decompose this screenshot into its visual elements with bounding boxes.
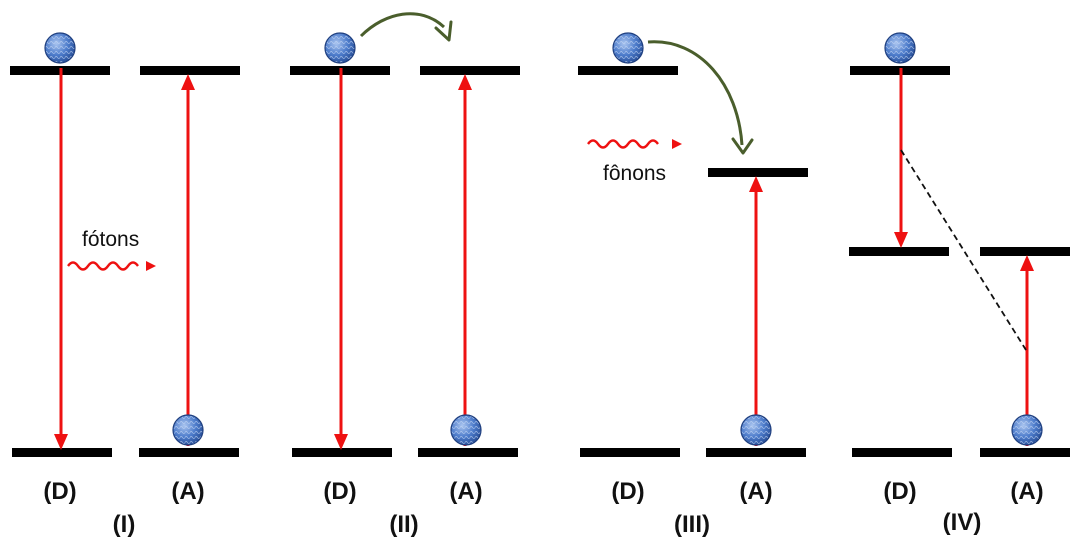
- phonons-label: fônons: [603, 162, 667, 185]
- panel-number-label: (III): [674, 511, 710, 538]
- acceptor-lower-level: [980, 448, 1070, 457]
- transfer-arrowhead: [434, 20, 453, 42]
- donor-electron-sphere-icon: [612, 32, 644, 64]
- wavy-arrowhead: [672, 139, 682, 149]
- acceptor-absorption-arrowhead: [181, 74, 195, 90]
- transfer-arrow: [359, 12, 446, 38]
- donor-emission-arrowhead: [334, 434, 348, 450]
- transfer-arrowhead: [731, 137, 754, 155]
- donor-lower-level: [580, 448, 680, 457]
- acceptor-absorption-arrowhead: [458, 74, 472, 90]
- panel-number-label: (I): [112, 511, 136, 538]
- acceptor-lower-level: [706, 448, 806, 457]
- panel-4: [849, 32, 1070, 457]
- donor-lower-level: [12, 448, 112, 457]
- donor-lower-level: [292, 448, 392, 457]
- acceptor-electron-sphere-icon: [450, 414, 482, 446]
- acceptor-electron-sphere-icon: [172, 414, 204, 446]
- acceptor-label: (A): [171, 478, 205, 505]
- wavy-arrow-icon: [67, 261, 139, 271]
- acceptor-label: (A): [739, 478, 773, 505]
- donor-label: (D): [611, 478, 645, 505]
- acceptor-absorption-arrowhead: [1020, 255, 1034, 271]
- panel-1: [10, 32, 240, 457]
- acceptor-upper-level: [420, 66, 520, 75]
- transfer-arrow: [647, 40, 744, 146]
- acceptor-lower-level: [139, 448, 239, 457]
- wavy-arrow-icon: [587, 139, 659, 149]
- panel-number-label: (II): [389, 511, 419, 538]
- acceptor-upper-level: [140, 66, 240, 75]
- donor-middle-level: [849, 247, 949, 256]
- donor-lower-level: [852, 448, 952, 457]
- donor-electron-sphere-icon: [324, 32, 356, 64]
- acceptor-absorption-arrowhead: [749, 176, 763, 192]
- acceptor-label: (A): [449, 478, 483, 505]
- acceptor-lower-level: [418, 448, 518, 457]
- acceptor-electron-sphere-icon: [740, 414, 772, 446]
- donor-label: (D): [43, 478, 77, 505]
- donor-upper-level: [578, 66, 678, 75]
- panel-number-label: (IV): [942, 509, 982, 536]
- donor-electron-sphere-icon: [884, 32, 916, 64]
- panel-2: [290, 12, 520, 457]
- photons-label: fótons: [82, 228, 140, 251]
- acceptor-middle-level: [980, 247, 1070, 256]
- donor-electron-sphere-icon: [44, 32, 76, 64]
- acceptor-upper-level: [708, 168, 808, 177]
- acceptor-label: (A): [1010, 478, 1044, 505]
- acceptor-electron-sphere-icon: [1011, 414, 1043, 446]
- donor-label: (D): [883, 478, 917, 505]
- panel-3: [578, 32, 808, 457]
- donor-emission-arrowhead: [894, 232, 908, 248]
- donor-emission-arrowhead: [54, 434, 68, 450]
- wavy-arrowhead: [146, 261, 156, 271]
- donor-label: (D): [323, 478, 357, 505]
